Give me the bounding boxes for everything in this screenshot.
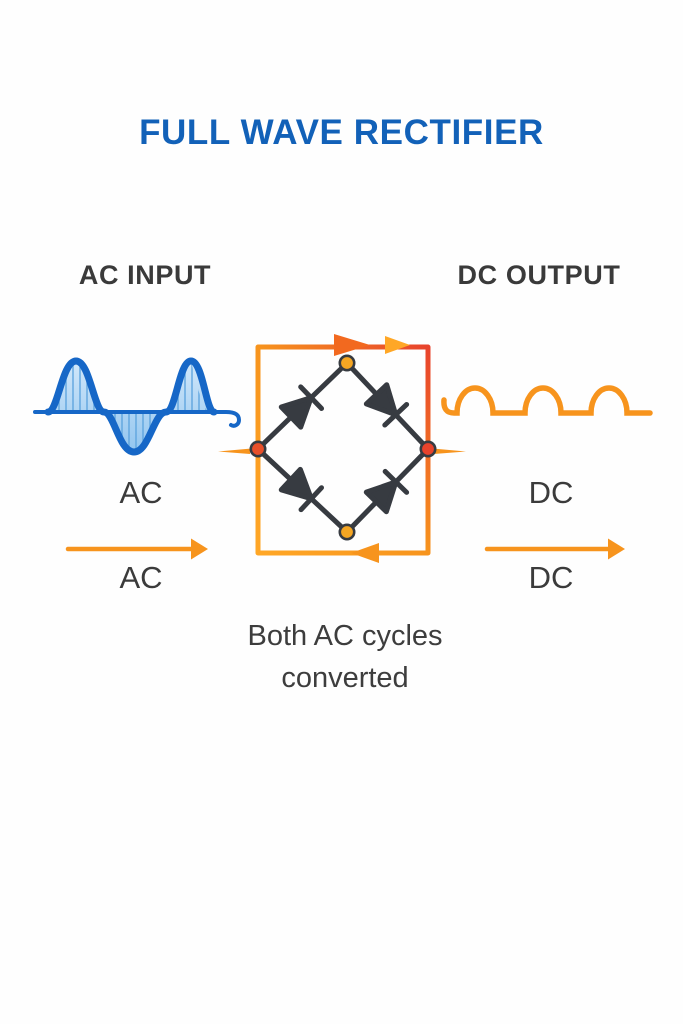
top-wire-arrow-large bbox=[334, 334, 370, 356]
wire-square bbox=[255, 344, 431, 556]
node-bottom bbox=[338, 523, 356, 541]
diode-icon-bottom-right bbox=[363, 468, 410, 515]
diode-icon-top-left bbox=[278, 384, 325, 430]
dc-output-heading: DC OUTPUT bbox=[457, 260, 621, 290]
node-left bbox=[249, 440, 267, 458]
right-node-stub bbox=[434, 448, 466, 454]
dc-flow-arrow bbox=[484, 538, 625, 560]
dc-flow-label: DC bbox=[528, 560, 574, 595]
ac-sine-hatch bbox=[48, 361, 214, 452]
ac-axis-line bbox=[33, 410, 242, 428]
bridge-rectifier bbox=[255, 360, 431, 535]
page-title: FULL WAVE RECTIFIER bbox=[139, 113, 544, 152]
bridge-nodes bbox=[249, 354, 437, 541]
ac-wave-label: AC bbox=[119, 475, 163, 510]
caption-line-2: converted bbox=[281, 662, 409, 694]
ac-input-heading: AC INPUT bbox=[78, 260, 212, 290]
bottom-wire-arrow bbox=[351, 543, 379, 563]
dc-rectified-wave bbox=[441, 385, 653, 416]
ac-sine-wave bbox=[33, 357, 242, 456]
dc-wave-label: DC bbox=[528, 475, 574, 510]
node-top bbox=[338, 354, 356, 372]
diode-icon-top-right bbox=[363, 382, 410, 428]
diode-icon-bottom-left bbox=[278, 466, 325, 513]
top-wire-arrow-small bbox=[385, 336, 410, 354]
node-right bbox=[419, 440, 437, 458]
ac-sine-stroke bbox=[44, 357, 218, 456]
caption-line-1: Both AC cycles bbox=[247, 620, 443, 652]
caption: Both AC cycles converted bbox=[165, 615, 525, 699]
ac-flow-label: AC bbox=[119, 560, 163, 595]
left-node-stub bbox=[218, 448, 250, 454]
ac-flow-arrow bbox=[65, 538, 208, 560]
